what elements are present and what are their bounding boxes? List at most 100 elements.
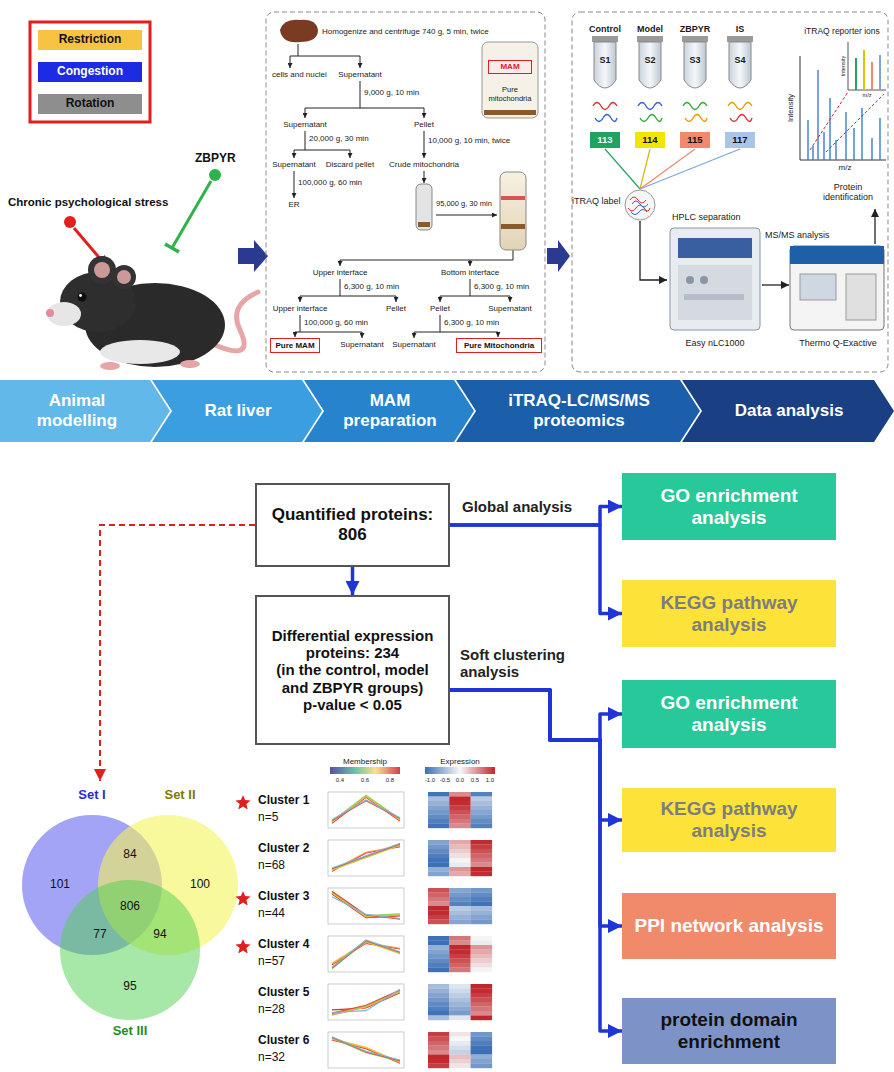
cluster-plot-frame	[328, 888, 404, 924]
heatmap-cell	[449, 806, 471, 811]
drawn-line	[845, 112, 846, 160]
drawn-line	[305, 108, 424, 109]
cluster-plot-frame	[328, 792, 404, 828]
heatmap-cell	[428, 920, 450, 925]
heatmap-cell	[449, 858, 471, 863]
drawn-rect	[500, 172, 526, 250]
label-text: Supernatant	[392, 340, 436, 349]
process-arrow	[874, 209, 875, 244]
cluster-trend-line	[332, 989, 400, 1012]
dashed-arrow	[100, 525, 255, 781]
heatmap-cell	[428, 998, 450, 1003]
text-label: Pellet	[386, 304, 406, 313]
drawn-circle	[117, 270, 131, 284]
text-label: ZBPYR	[680, 24, 711, 34]
heatmap-cell	[471, 963, 493, 968]
cluster-trend-line	[332, 845, 400, 870]
heatmap-cell	[449, 911, 471, 916]
drawn-line	[879, 118, 880, 160]
heatmap-cell	[471, 840, 493, 845]
text-label: -0.5	[440, 777, 450, 784]
heatmap-cell	[449, 897, 471, 902]
heatmap-cell	[449, 1064, 471, 1069]
text-label: iTRAQ label	[572, 196, 621, 206]
heatmap-cell	[449, 854, 471, 859]
heatmap-cell	[471, 1059, 493, 1064]
text-label: Control	[589, 24, 621, 34]
text-label: Supernatant	[340, 340, 384, 349]
flow-connector	[450, 690, 622, 1031]
label-text: m/z	[839, 163, 852, 172]
drawn-line	[855, 58, 857, 90]
heatmap-cell	[428, 810, 450, 815]
heatmap-cell	[449, 941, 471, 946]
cluster-trend-line	[332, 796, 400, 822]
node-text: 115	[687, 135, 702, 146]
text-label: Supernatant	[338, 70, 382, 79]
text-label: Chronic psychological stress	[8, 196, 168, 209]
node-text: GO enrichment analysis	[630, 485, 828, 529]
drawn-line	[871, 62, 873, 90]
drawn-line	[362, 332, 363, 338]
heatmap-cell	[428, 893, 450, 898]
heatmap-cell	[471, 959, 493, 964]
text-label: Protein identification	[809, 182, 887, 203]
heatmap-cell	[428, 806, 450, 811]
stressor-bar: Restriction	[38, 30, 142, 50]
heatmap-cell	[471, 915, 493, 920]
heatmap-cell	[471, 1007, 493, 1012]
node-text: Differential expression proteins: 234	[263, 627, 442, 662]
label-text: 10,000 g, 10 min, twice	[428, 136, 510, 145]
label-text: Control	[589, 24, 621, 34]
peptide-squiggle	[730, 115, 752, 122]
label-text: 0.5	[471, 777, 479, 783]
heatmap-cell	[449, 1032, 471, 1037]
heatmap-cell	[449, 989, 471, 994]
cluster-plot-frame	[328, 936, 404, 972]
spectrum-plot	[800, 42, 886, 160]
label-text: Bottom interface	[441, 268, 499, 277]
heatmap-cell	[449, 954, 471, 959]
flow-connector	[450, 690, 622, 740]
chevron-shape	[0, 380, 170, 442]
analysis-box: PPI network analysis	[622, 893, 836, 959]
drawn-path	[826, 94, 884, 152]
heatmap-cell	[471, 911, 493, 916]
node-text: 117	[732, 135, 747, 146]
drug-dot	[209, 169, 221, 181]
peptide-squiggle	[638, 103, 662, 110]
cluster-trend-line	[332, 897, 400, 919]
heatmap-cell	[428, 815, 450, 820]
heatmap-cell	[471, 1064, 493, 1069]
heatmap-cell	[428, 1037, 450, 1042]
label-text: MS/MS analysis	[765, 230, 830, 240]
mass-spectrometer	[790, 246, 884, 330]
cluster-trend-line	[332, 893, 400, 917]
text-label: S4	[734, 55, 745, 65]
drawn-rect	[484, 110, 536, 115]
drawn-line	[440, 296, 441, 302]
label-text: Set III	[113, 1023, 148, 1038]
heatmap-cell	[428, 1016, 450, 1021]
text-label: Intensity	[840, 56, 846, 76]
drawn-path	[800, 56, 886, 160]
text-label: Cluster 2	[258, 842, 309, 856]
heatmap-cell	[449, 936, 471, 941]
heatmap-cell	[471, 863, 493, 868]
heatmap-cell	[428, 1011, 450, 1016]
analysis-box: KEGG pathway analysis	[622, 788, 836, 852]
drawn-line	[290, 56, 291, 68]
heatmap-cell	[449, 872, 471, 877]
label-text: Easy nLC1000	[685, 338, 744, 348]
heatmap-cell	[428, 941, 450, 946]
heatmap-cell	[449, 1011, 471, 1016]
heatmap-cell	[428, 854, 450, 859]
drawn-ellipse	[180, 360, 200, 368]
label-text: Homogenize and centrifuge 740 g, 5 min, …	[322, 27, 489, 36]
text-label: Upper interface	[273, 304, 328, 313]
drawn-line	[513, 250, 514, 260]
node-text: Pure MAM	[275, 341, 314, 350]
label-text: 95,000 g, 30 min	[436, 199, 492, 208]
drawn-rect	[684, 294, 744, 300]
label-text: n=57	[258, 954, 285, 968]
